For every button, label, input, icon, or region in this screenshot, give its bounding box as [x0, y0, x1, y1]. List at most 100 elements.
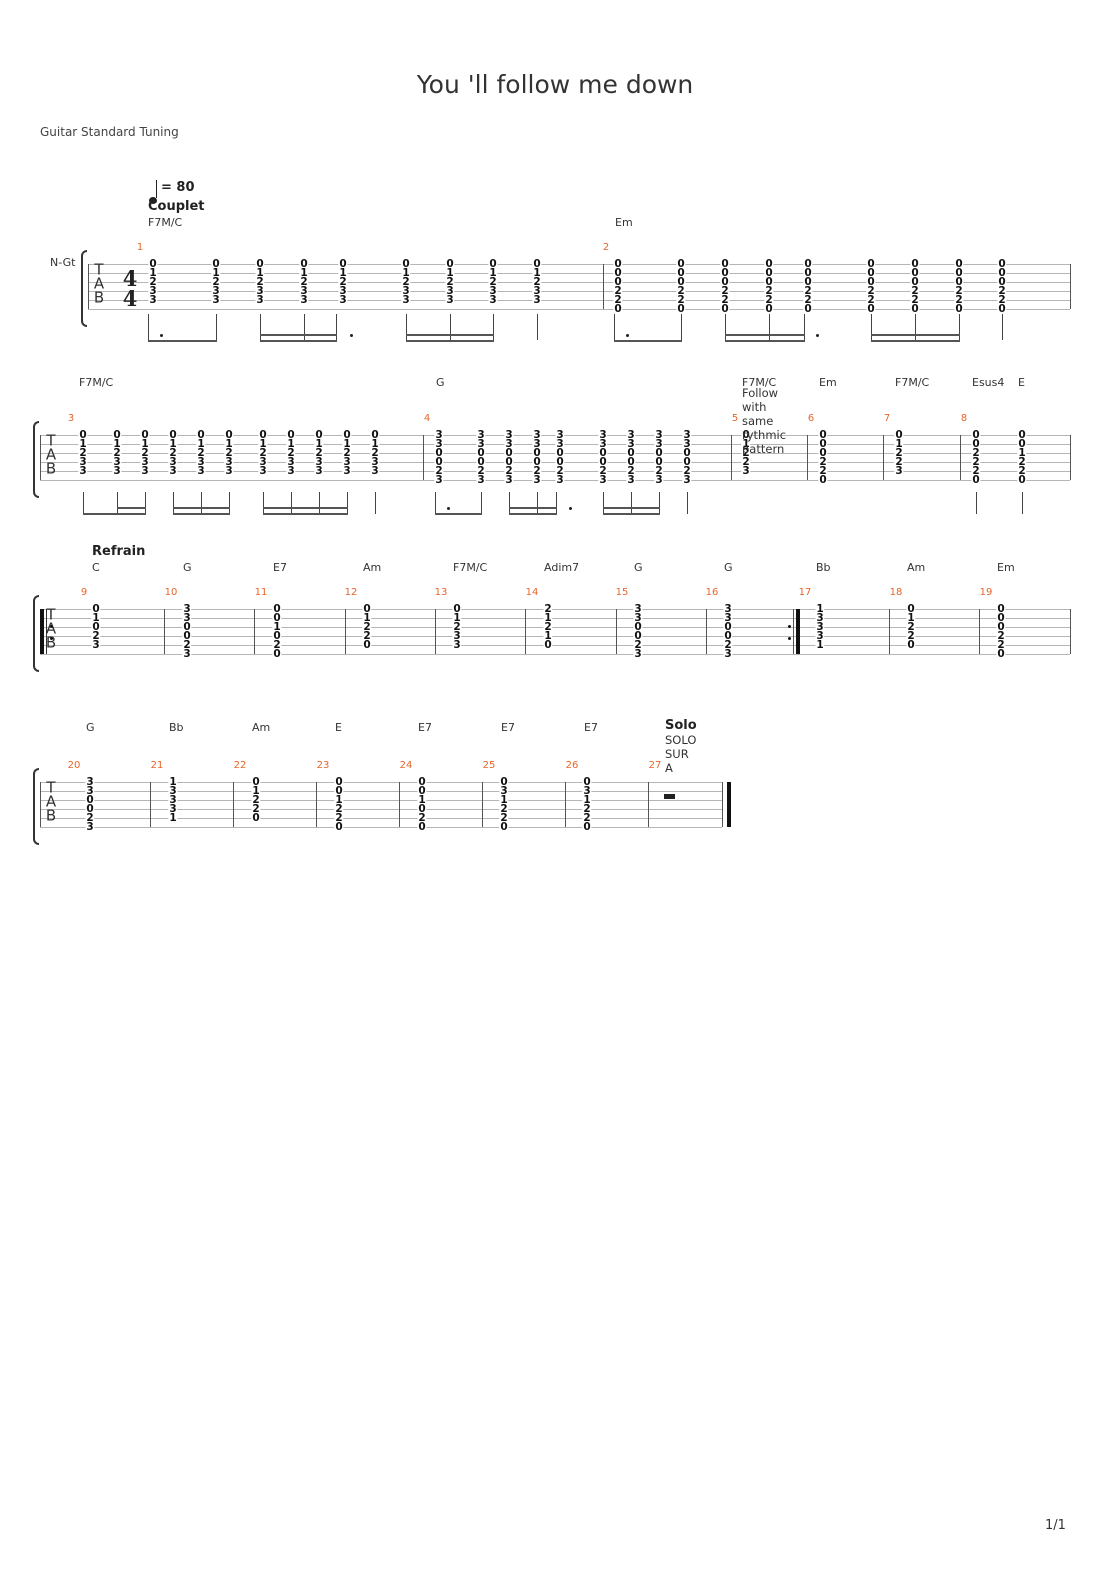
- chord-name: E7: [418, 721, 432, 734]
- fret-number: 2: [499, 812, 509, 824]
- fret-number: 2: [598, 465, 608, 477]
- start-barline: [88, 264, 89, 309]
- fret-number: 3: [112, 465, 122, 477]
- fret-number: 0: [476, 447, 486, 459]
- fret-number: 3: [85, 821, 95, 833]
- fret-number: 1: [91, 612, 101, 624]
- chord-name: G: [436, 376, 445, 389]
- fret-number: 0: [954, 276, 964, 288]
- fret-number: 2: [196, 447, 206, 459]
- barline: [399, 782, 400, 827]
- tab-letter-a: A: [93, 274, 105, 293]
- chord-name: G: [634, 561, 643, 574]
- note-stem: [1022, 492, 1023, 514]
- fret-number: 3: [434, 429, 444, 441]
- fret-number: 1: [370, 438, 380, 450]
- fret-number: 2: [906, 621, 916, 633]
- chord-name: E7: [501, 721, 515, 734]
- tab-letter-b: B: [45, 459, 57, 478]
- note-beam: [871, 334, 960, 336]
- fret-number: 2: [741, 456, 751, 468]
- fret-number: 3: [314, 456, 324, 468]
- fret-number: 0: [255, 258, 265, 270]
- bar-number: 12: [344, 587, 358, 598]
- chord-name: C: [92, 561, 100, 574]
- fret-number: 0: [148, 258, 158, 270]
- fret-number: 3: [182, 603, 192, 615]
- chord-name: F7M/C: [453, 561, 488, 574]
- fret-number: 0: [286, 429, 296, 441]
- fret-number: 0: [910, 267, 920, 279]
- fret-number: 2: [971, 465, 981, 477]
- note-beam: [871, 340, 960, 342]
- fret-number: 0: [452, 603, 462, 615]
- fret-number: 2: [417, 812, 427, 824]
- tempo-note-icon: [149, 197, 157, 204]
- fret-number: 3: [85, 776, 95, 788]
- fret-number: 3: [258, 456, 268, 468]
- fret-number: 3: [148, 285, 158, 297]
- rhythm-dot: [626, 334, 629, 337]
- fret-number: 2: [971, 456, 981, 468]
- fret-number: 3: [224, 456, 234, 468]
- fret-number: 3: [286, 456, 296, 468]
- barline: [565, 782, 566, 827]
- fret-number: 0: [996, 648, 1006, 660]
- bar-number: 17: [798, 587, 812, 598]
- fret-number: 0: [910, 258, 920, 270]
- barline: [233, 782, 234, 827]
- fret-number: 2: [764, 294, 774, 306]
- fret-number: 0: [258, 429, 268, 441]
- bar-number: 10: [164, 587, 178, 598]
- fret-number: 1: [582, 794, 592, 806]
- fret-number: 3: [654, 429, 664, 441]
- note-stem: [769, 314, 770, 340]
- barline: [482, 782, 483, 827]
- staff-line: [40, 453, 1070, 454]
- fret-number: 3: [85, 785, 95, 797]
- fret-number: 2: [251, 803, 261, 815]
- fret-number: 0: [417, 776, 427, 788]
- fret-number: 3: [338, 285, 348, 297]
- fret-number: 3: [140, 465, 150, 477]
- staff-line: [88, 282, 1070, 283]
- bar-number: 6: [807, 413, 815, 424]
- fret-number: 0: [532, 447, 542, 459]
- fret-number: 2: [362, 621, 372, 633]
- note-stem: [481, 492, 482, 514]
- fret-number: 3: [370, 456, 380, 468]
- fret-number: 3: [682, 474, 692, 486]
- instrument-label: N-Gt: [50, 256, 76, 269]
- staff-line: [40, 462, 1070, 463]
- bar-number: 22: [233, 760, 247, 771]
- fret-number: 0: [91, 603, 101, 615]
- song-title: You 'll follow me down: [416, 70, 694, 99]
- bar-number: 13: [434, 587, 448, 598]
- fret-number: 1: [815, 603, 825, 615]
- fret-number: 0: [334, 821, 344, 833]
- note-stem: [915, 314, 916, 340]
- fret-number: 0: [954, 258, 964, 270]
- fret-number: 0: [764, 303, 774, 315]
- fret-number: 2: [314, 447, 324, 459]
- fret-number: 1: [251, 785, 261, 797]
- fret-number: 3: [476, 474, 486, 486]
- barline: [731, 435, 732, 480]
- fret-number: 1: [894, 438, 904, 450]
- chord-name: E: [335, 721, 342, 734]
- fret-number: 2: [543, 603, 553, 615]
- note-beam: [117, 507, 146, 509]
- final-barline: [727, 782, 731, 827]
- fret-number: 0: [676, 303, 686, 315]
- fret-number: 0: [211, 258, 221, 270]
- fret-number: 3: [338, 294, 348, 306]
- fret-number: 1: [148, 267, 158, 279]
- annotation-text: Follow with same rythmic pattern: [742, 386, 787, 456]
- tuning-label: Guitar Standard Tuning: [40, 125, 179, 139]
- fret-number: 2: [720, 285, 730, 297]
- section-label: Couplet: [148, 199, 205, 214]
- barline: [883, 435, 884, 480]
- bar-number: 19: [979, 587, 993, 598]
- bar-number: 5: [731, 413, 739, 424]
- fret-number: 3: [532, 429, 542, 441]
